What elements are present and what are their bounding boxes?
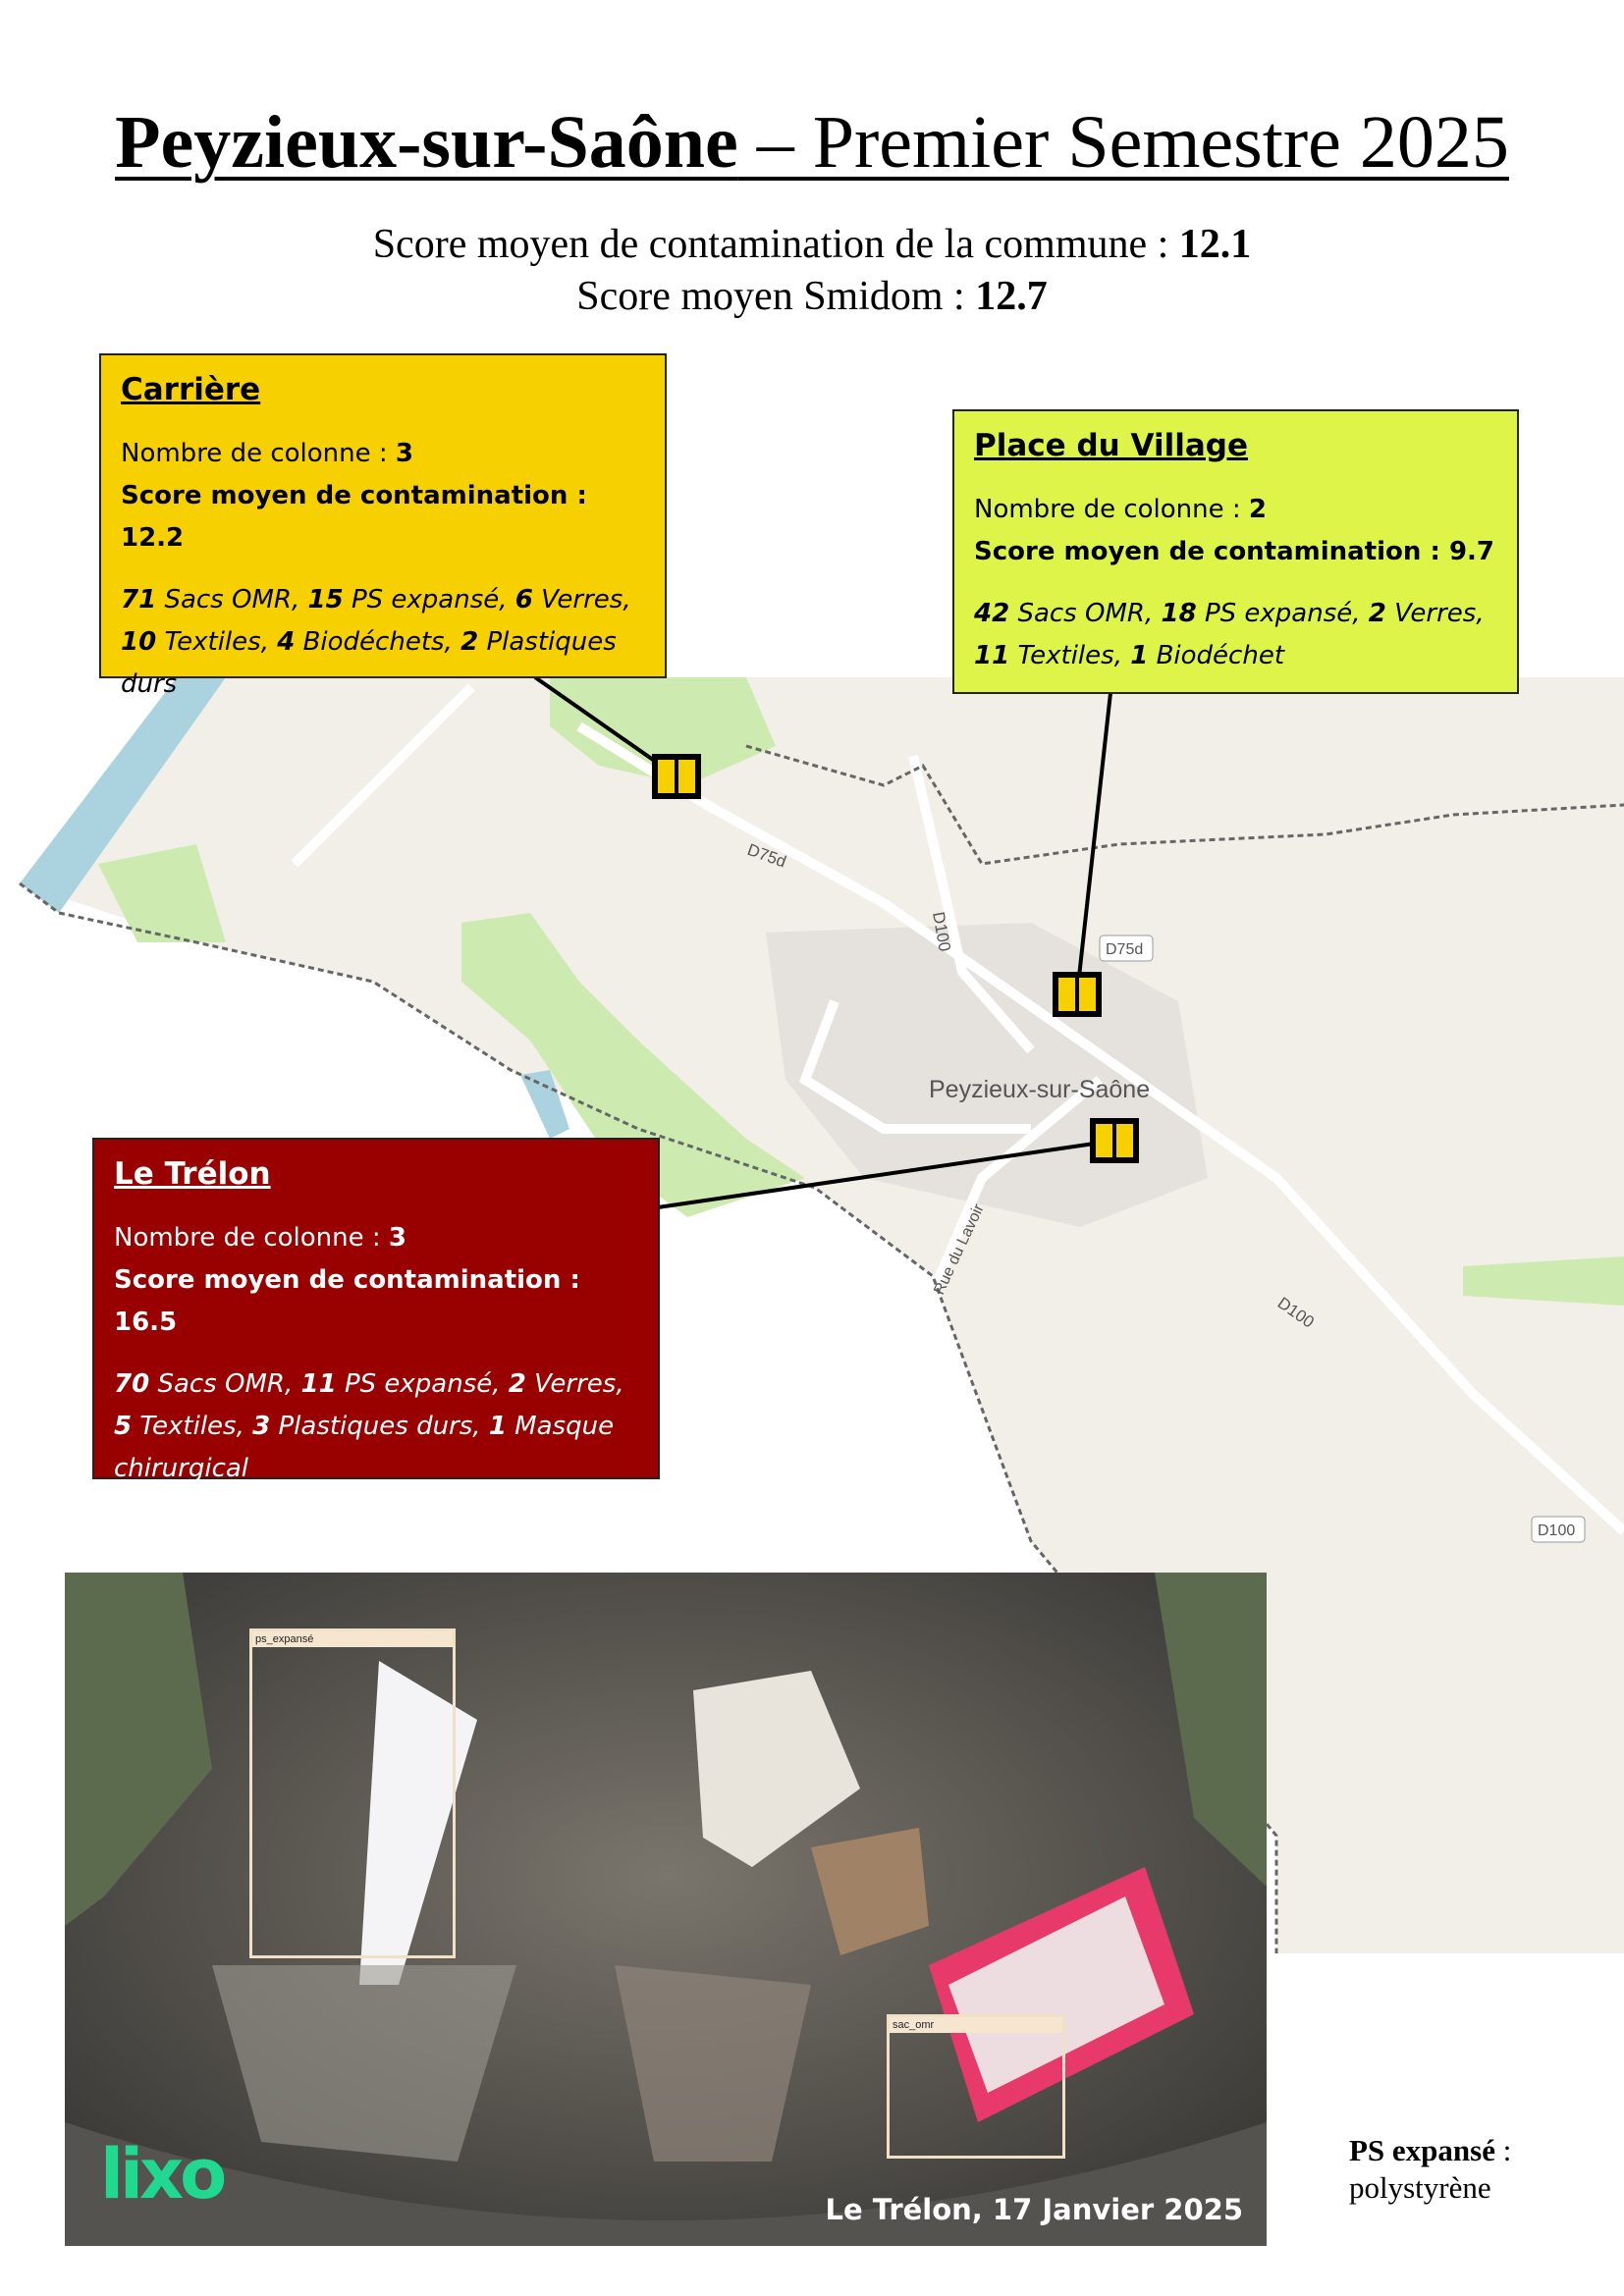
item-type: Biodéchets, — [295, 627, 461, 657]
page-title: Peyzieux-sur-Saône – Premier Semestre 20… — [0, 98, 1624, 187]
wood-west — [461, 913, 805, 1217]
item-type: Plastiques durs — [121, 627, 617, 699]
item-type: Sacs OMR, — [1009, 599, 1162, 628]
river — [20, 677, 226, 913]
item-count: 18 — [1161, 599, 1197, 628]
item-type: Textiles, — [1009, 641, 1131, 670]
note-term: PS expansé — [1349, 2133, 1495, 2167]
item-type: Textiles, — [132, 1412, 253, 1441]
commune-score-value: 12.1 — [1178, 222, 1252, 267]
item-type: Biodéchet — [1148, 641, 1285, 670]
item-type: Plastiques durs, — [270, 1412, 489, 1441]
wood-north — [550, 677, 776, 785]
score-label: Score moyen de contamination : — [121, 481, 587, 510]
score-line: Score moyen de contamination : 16.5 — [114, 1259, 638, 1344]
site-card-place-du-village: Place du Village Nombre de colonne : 2 S… — [952, 409, 1519, 694]
item-count: 42 — [974, 599, 1010, 628]
items-list: 70 Sacs OMR, 11 PS expansé, 2 Verres, 5 … — [114, 1363, 638, 1490]
score-label: Score moyen de contamination : — [114, 1265, 580, 1295]
item-type: Verres, — [525, 1369, 624, 1399]
site-card-le-trelon: Le Trélon Nombre de colonne : 3 Score mo… — [92, 1138, 660, 1483]
columns-label: Nombre de colonne : — [121, 439, 396, 468]
columns-line: Nombre de colonne : 3 — [114, 1217, 638, 1259]
road-label: D75d — [1106, 941, 1143, 958]
site-card-carriere: Carrière Nombre de colonne : 3 Score moy… — [99, 353, 667, 699]
note-sep: : — [1495, 2133, 1512, 2167]
item-count: 3 — [252, 1412, 271, 1441]
columns-value: 3 — [388, 1223, 406, 1253]
score-label: Score moyen de contamination : — [974, 537, 1449, 566]
detection-label: ps_expansé — [252, 1631, 453, 1647]
detection-box: ps_expansé — [249, 1629, 456, 1958]
commune-score-label: Score moyen de contamination de la commu… — [372, 222, 1179, 267]
item-count: 2 — [508, 1369, 526, 1399]
item-type: PS expansé, — [343, 585, 515, 614]
score-value: 16.5 — [114, 1308, 178, 1337]
item-type: Sacs OMR, — [156, 585, 308, 614]
item-count: 10 — [121, 627, 157, 657]
item-type: Masque chirurgical — [114, 1412, 615, 1483]
site-name: Place du Village — [974, 428, 1248, 463]
item-type: Sacs OMR, — [149, 1369, 301, 1399]
road-shield — [1531, 1516, 1586, 1543]
photo-content — [65, 1573, 1267, 2246]
item-type: PS expansé, — [336, 1369, 509, 1399]
pond — [520, 1070, 569, 1139]
items-list: 71 Sacs OMR, 15 PS expansé, 6 Verres, 10… — [121, 579, 645, 706]
item-count: 2 — [1368, 599, 1386, 628]
container-icon[interactable] — [1090, 1118, 1139, 1163]
columns-value: 2 — [1248, 495, 1267, 524]
title-commune: Peyzieux-sur-Saône — [115, 101, 738, 184]
commune-score: Score moyen de contamination de la commu… — [0, 221, 1624, 268]
item-type: Textiles, — [156, 627, 278, 657]
glossary-note: PS expansé :polystyrène — [1349, 2132, 1511, 2207]
columns-line: Nombre de colonne : 2 — [974, 489, 1497, 531]
item-count: 15 — [307, 585, 344, 614]
item-count: 11 — [974, 641, 1010, 670]
container-icon[interactable] — [1053, 972, 1102, 1017]
container-icon[interactable] — [652, 754, 701, 799]
roads — [291, 683, 1624, 1535]
score-line: Score moyen de contamination : 12.2 — [121, 475, 645, 560]
item-count: 4 — [277, 627, 296, 657]
score-line: Score moyen de contamination : 9.7 — [974, 531, 1497, 573]
smidom-score-label: Score moyen Smidom : — [576, 274, 976, 319]
item-type: Verres, — [1385, 599, 1485, 628]
item-count: 1 — [1130, 641, 1149, 670]
road-label: D100 — [1538, 1522, 1575, 1539]
title-period: – Premier Semestre 2025 — [737, 101, 1509, 184]
columns-label: Nombre de colonne : — [974, 495, 1249, 524]
item-count: 70 — [114, 1369, 150, 1399]
item-count: 5 — [114, 1412, 133, 1441]
item-type: PS expansé, — [1196, 599, 1369, 628]
item-count: 11 — [300, 1369, 337, 1399]
road-shield — [1099, 934, 1154, 962]
town-label: Peyzieux-sur-Saône — [929, 1076, 1150, 1103]
columns-label: Nombre de colonne : — [114, 1223, 389, 1253]
columns-value: 3 — [395, 439, 413, 468]
detection-label: sac_omr — [890, 2017, 1062, 2033]
lixo-logo: lixo — [100, 2134, 227, 2215]
container-photo: ps_expansé sac_omr lixo Le Trélon, 17 Ja… — [65, 1573, 1267, 2246]
score-value: 12.2 — [121, 523, 185, 553]
score-value: 9.7 — [1448, 537, 1494, 566]
item-count: 2 — [460, 627, 479, 657]
detection-box: sac_omr — [887, 2014, 1065, 2159]
note-definition: polystyrène — [1349, 2170, 1491, 2205]
field — [98, 844, 226, 942]
photo-caption: Le Trélon, 17 Janvier 2025 — [825, 2193, 1243, 2226]
item-count: 71 — [121, 585, 157, 614]
items-list: 42 Sacs OMR, 18 PS expansé, 2 Verres, 11… — [974, 593, 1497, 677]
columns-line: Nombre de colonne : 3 — [121, 433, 645, 475]
item-type: Verres, — [532, 585, 631, 614]
smidom-score: Score moyen Smidom : 12.7 — [0, 273, 1624, 320]
site-name: Carrière — [121, 372, 261, 407]
item-count: 1 — [488, 1412, 507, 1441]
smidom-score-value: 12.7 — [975, 274, 1048, 319]
item-count: 6 — [514, 585, 533, 614]
site-name: Le Trélon — [114, 1156, 271, 1192]
field-east — [1463, 1256, 1624, 1306]
